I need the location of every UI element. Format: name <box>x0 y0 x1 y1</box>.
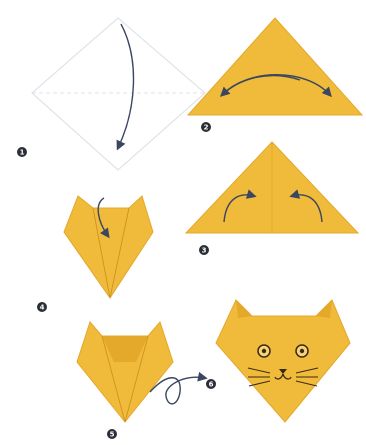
step-4-badge: 4 <box>37 302 47 312</box>
step-2-badge: 2 <box>201 122 211 132</box>
step-1-badge: 1 <box>17 147 27 157</box>
step-6-cat-face <box>216 300 350 422</box>
step-3-badge: 3 <box>199 245 209 255</box>
step-5-head-shape <box>77 322 205 422</box>
step-6-badge: 6 <box>206 379 216 389</box>
step-number: 1 <box>20 149 25 157</box>
head-paper <box>64 196 153 298</box>
step-number: 4 <box>40 304 45 312</box>
step-1-unfolded-square <box>32 18 205 170</box>
step-3-triangle <box>186 142 358 233</box>
step-4-head-shape <box>64 196 153 298</box>
right-ear-shade <box>316 300 332 318</box>
cat-face-icon <box>216 300 350 422</box>
step-number: 3 <box>202 247 207 255</box>
left-ear-shade <box>236 300 252 318</box>
step-2-triangle <box>188 18 362 115</box>
triangle-paper <box>188 18 362 115</box>
step-number: 5 <box>110 431 115 439</box>
step-number: 6 <box>209 381 214 389</box>
step-5-badge: 5 <box>107 429 117 439</box>
left-pupil <box>262 349 266 353</box>
step-number: 2 <box>204 124 209 132</box>
right-pupil <box>300 349 304 353</box>
